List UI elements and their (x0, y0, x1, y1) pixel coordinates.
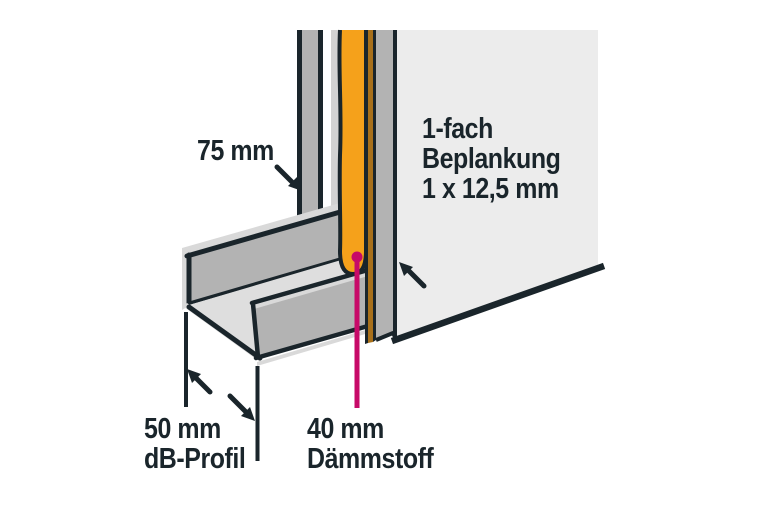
insulation-strip (337, 29, 368, 277)
label-insulation: 40 mm Dämmstoff (307, 413, 434, 475)
dim-arrow-left-icon (187, 369, 213, 395)
label-planking-line1: 1-fach (422, 113, 493, 145)
board-arrow-icon (399, 262, 427, 289)
dimension-lines (184, 312, 260, 461)
label-planking-line2: Beplankung (422, 143, 561, 175)
callout-dot (351, 251, 363, 263)
track-near-flange (254, 274, 375, 357)
annotation-arrows (187, 164, 427, 421)
stud-flange-face (302, 30, 318, 235)
insulation-shadow-strip (368, 30, 373, 343)
label-stud-width-text: 75 mm (197, 135, 274, 167)
board-cut-edge (376, 30, 393, 339)
stud-arrow-icon (274, 164, 302, 191)
board-front-face (397, 30, 598, 341)
label-planking: 1-fach Beplankung 1 x 12,5 mm (422, 113, 561, 205)
label-insulation-line2: Dämmstoff (307, 443, 434, 475)
label-planking-line3: 1 x 12,5 mm (422, 173, 559, 205)
board-edge-outline-left (373, 30, 376, 342)
track-bottom-edge-band (257, 328, 372, 366)
label-profile-line2: dB-Profil (144, 443, 246, 475)
track-back-flange (189, 204, 375, 304)
track-near-flange-top-edge (252, 269, 375, 310)
stud-flange-outline-left (297, 30, 302, 235)
dim-arrow-right-icon (227, 393, 255, 421)
board-gap-outline-left (365, 30, 368, 344)
label-insulation-line1: 40 mm (307, 413, 384, 445)
track-cut-edge-outline (186, 304, 263, 361)
board-bottom-edge (390, 262, 606, 345)
stud-web-strip (331, 30, 339, 230)
gypsum-board (365, 30, 606, 345)
label-profile-line1: 50 mm (144, 413, 221, 445)
track-inside-bottom (189, 250, 375, 356)
label-profile: 50 mm dB-Profil (144, 413, 246, 475)
board-corner-edge (393, 30, 397, 341)
metal-stud (297, 30, 339, 235)
stud-flange-outline-right (318, 30, 323, 235)
label-stud-width: 75 mm (197, 136, 274, 166)
insulation-callout (351, 251, 363, 408)
